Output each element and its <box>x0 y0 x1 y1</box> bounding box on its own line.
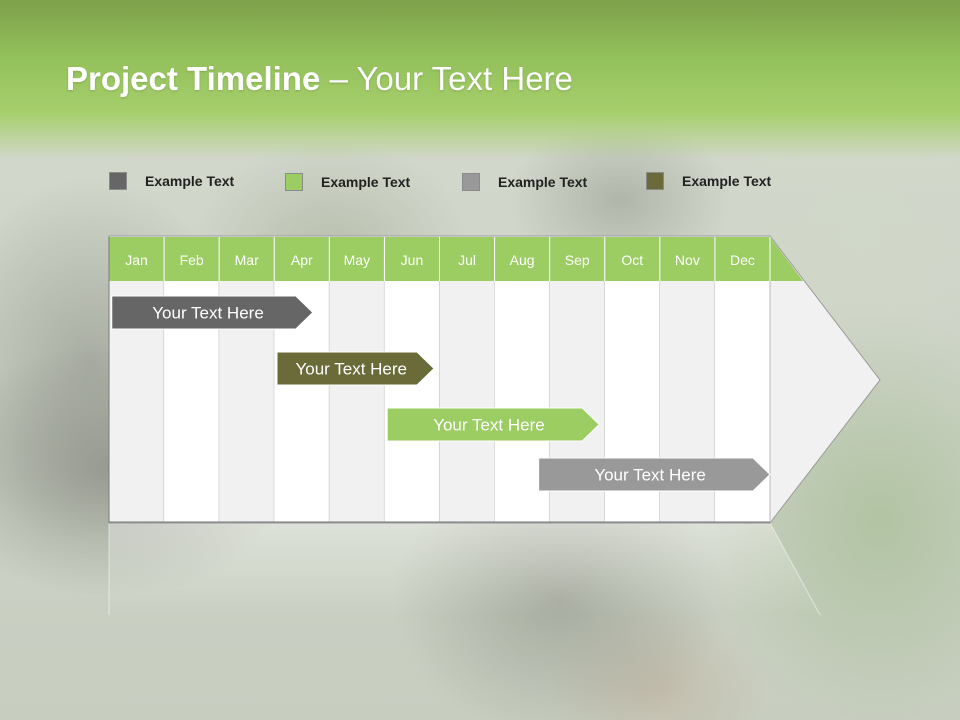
task-bar-label-4: Your Text Here <box>594 466 706 485</box>
month-label-jan: Jan <box>125 252 148 268</box>
reflection-edge-right <box>769 522 821 616</box>
month-header-strip <box>109 237 803 281</box>
month-label-aug: Aug <box>510 252 535 268</box>
page-title: Project Timeline – Your Text Here <box>66 60 573 98</box>
task-bar-label-1: Your Text Here <box>152 304 264 323</box>
legend-item-2: Example Text <box>285 172 410 192</box>
legend-label-1: Example Text <box>145 173 235 189</box>
legend-swatch-1 <box>109 172 127 190</box>
title-bold: Project Timeline <box>66 60 321 97</box>
legend-label-4: Example Text <box>682 173 772 189</box>
legend-item-1: Example Text <box>109 171 234 191</box>
timeline-frame <box>108 237 770 523</box>
legend-swatch-4 <box>646 172 664 190</box>
task-bar-3 <box>386 407 600 442</box>
legend-swatch-3 <box>462 173 480 191</box>
header-band <box>0 0 960 160</box>
task-bar-4 <box>538 457 771 492</box>
title-rest: – Your Text Here <box>320 60 573 97</box>
month-label-may: May <box>344 252 370 268</box>
legend-label-3: Example Text <box>498 174 588 190</box>
month-label-dec: Dec <box>730 252 755 268</box>
legend-swatch-2 <box>285 173 303 191</box>
task-bar-label-2: Your Text Here <box>295 360 407 379</box>
legend-item-3: Example Text <box>462 172 587 192</box>
legend-label-2: Example Text <box>321 174 411 190</box>
month-label-mar: Mar <box>235 252 259 268</box>
month-label-jun: Jun <box>401 252 424 268</box>
month-label-apr: Apr <box>291 252 313 268</box>
task-bar-2 <box>276 351 435 386</box>
month-column-may <box>329 281 385 522</box>
legend-item-4: Example Text <box>646 171 771 191</box>
month-label-sep: Sep <box>565 252 590 268</box>
month-column-jul <box>439 281 495 522</box>
month-label-nov: Nov <box>675 252 700 268</box>
month-label-oct: Oct <box>621 252 643 268</box>
task-bar-label-3: Your Text Here <box>433 416 545 435</box>
month-label-feb: Feb <box>180 252 204 268</box>
task-bar-1 <box>111 295 314 330</box>
month-column-jun <box>384 281 440 522</box>
month-label-jul: Jul <box>458 252 476 268</box>
timeline-reflection <box>109 523 820 615</box>
